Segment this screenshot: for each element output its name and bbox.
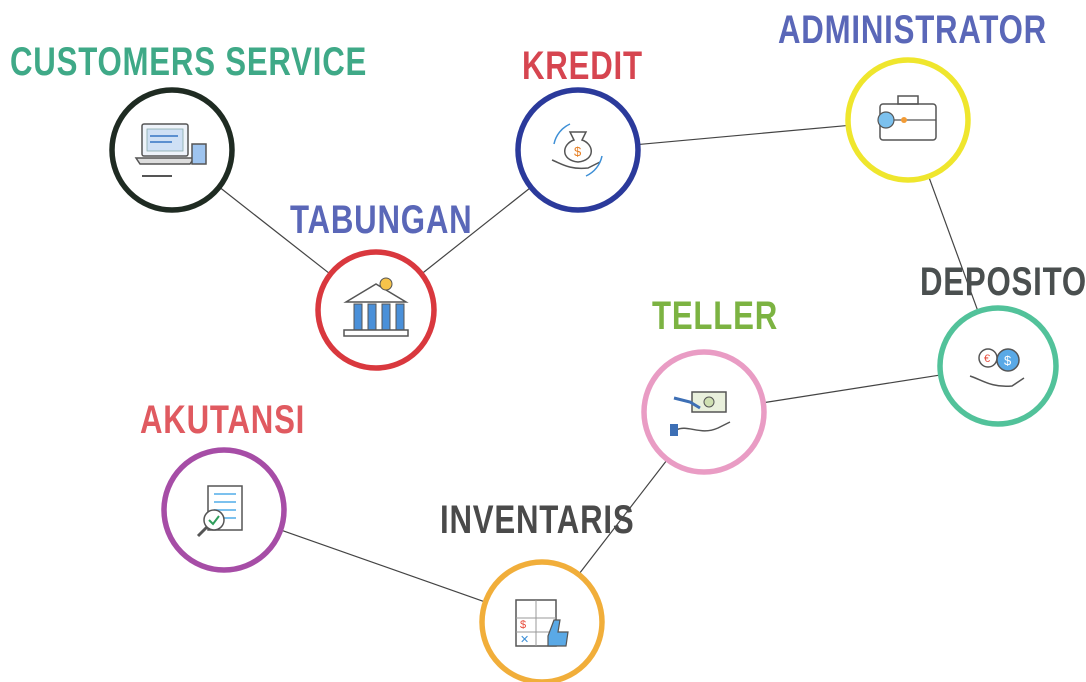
briefcase-icon (877, 95, 937, 141)
label-akutansi: AKUTANSI (140, 398, 306, 442)
node-customers-service (109, 87, 235, 213)
node-deposito: €$ (937, 305, 1059, 427)
svg-text:€: € (984, 353, 990, 365)
node-tabungan (315, 249, 437, 371)
label-customers-service: CUSTOMERS SERVICE (10, 40, 368, 84)
label-administrator: ADMINISTRATOR (778, 8, 1047, 52)
laptop-coffee-icon (134, 123, 207, 177)
label-inventaris: INVENTARIS (440, 498, 635, 542)
svg-text:$: $ (1004, 353, 1012, 368)
connector-deposito-teller (763, 374, 941, 404)
svg-text:$: $ (574, 144, 582, 159)
label-deposito: DEPOSITO (920, 260, 1086, 304)
document-magnifier-icon (196, 485, 243, 538)
node-inventaris: $✕ (479, 559, 605, 682)
node-administrator (845, 57, 971, 183)
label-teller: TELLER (652, 294, 779, 338)
node-kredit: $ (515, 87, 641, 213)
cash-handover-icon (670, 391, 731, 436)
connector-customers-service-tabungan (218, 186, 331, 275)
connector-teller-inventaris (578, 459, 668, 575)
money-bag-hand-icon: $ (551, 123, 603, 177)
label-kredit: KREDIT (522, 44, 643, 88)
checklist-thumbsup-icon: $✕ (515, 599, 569, 647)
node-teller (641, 349, 767, 475)
svg-text:✕: ✕ (520, 634, 529, 646)
connector-inventaris-akutansi (280, 529, 486, 603)
connector-administrator-deposito (928, 176, 979, 312)
svg-text:$: $ (520, 619, 526, 631)
connector-tabungan-kredit (421, 186, 532, 275)
label-tabungan: TABUNGAN (290, 198, 473, 242)
connector-kredit-administrator (637, 124, 849, 146)
node-akutansi (161, 447, 287, 573)
coins-hand-icon: €$ (969, 348, 1025, 388)
bank-icon (343, 277, 409, 337)
